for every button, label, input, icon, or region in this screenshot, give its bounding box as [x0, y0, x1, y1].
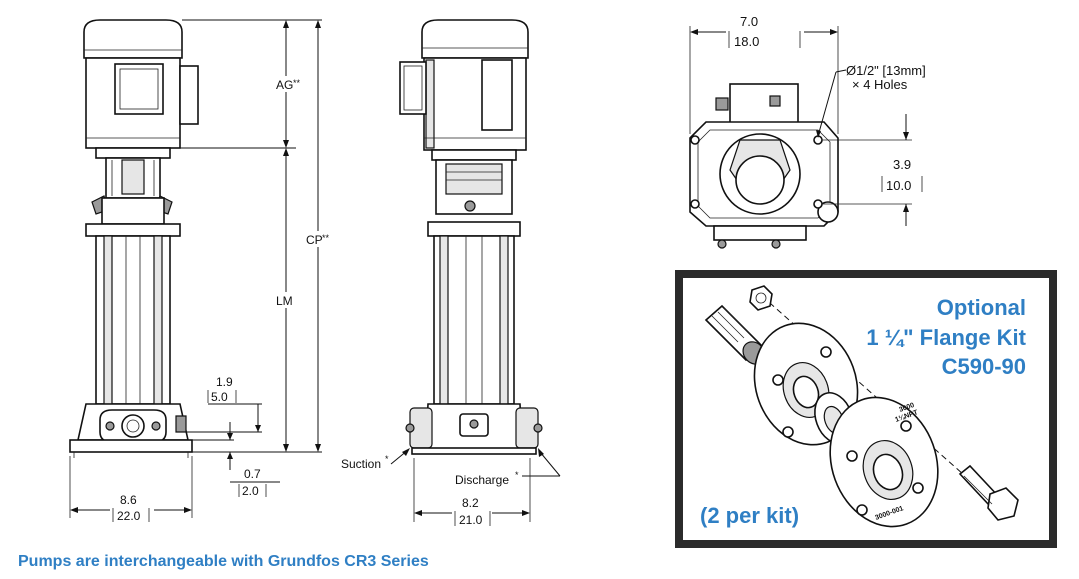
kit-quantity: (2 per kit) [700, 503, 799, 528]
tie-rod-right [153, 235, 163, 405]
kit-title-line2: 1 ¼" Flange Kit [866, 325, 1026, 350]
pump-head [85, 223, 181, 237]
ag-label: AG [276, 78, 293, 92]
terminal-box [114, 63, 164, 115]
cp-label: CP [306, 233, 323, 247]
top-flange-bottom [713, 225, 807, 241]
dim-2-0: 2.0 [242, 484, 259, 498]
dim-0-7: 0.7 [244, 467, 261, 481]
dim-21-0: 21.0 [459, 513, 483, 527]
ag-stars: ** [293, 78, 301, 88]
mount-hole-4 [813, 199, 823, 209]
top-view-pump [689, 83, 839, 249]
capacitor-box [179, 65, 199, 125]
side-base-plate [411, 447, 537, 455]
dim-7-0: 7.0 [740, 14, 758, 29]
top-terminal-box [729, 83, 799, 129]
lm-label: LM [276, 294, 293, 308]
kit-title-line1: Optional [937, 295, 1026, 320]
dim-3-9: 3.9 [893, 157, 911, 172]
suction-label: Suction [341, 457, 381, 471]
dim-1-9: 1.9 [216, 375, 233, 389]
front-view-dimensions: AG ** LM CP ** 1.9 5.0 0.7 2.0 [69, 19, 342, 523]
base-plate [69, 439, 193, 453]
tie-rod-left [103, 235, 113, 405]
hole-note-line1: Ø1/2" [13mm] [846, 63, 926, 78]
flange-bolt [958, 464, 1019, 521]
discharge-star: * [515, 470, 519, 480]
flange-stamp-a: 3000 [898, 402, 915, 414]
flange-nut [749, 285, 773, 311]
discharge-label: Discharge [455, 473, 509, 487]
dim-22-0: 22.0 [117, 509, 141, 523]
dim-8-6: 8.6 [120, 493, 137, 507]
suction-star: * [385, 454, 389, 464]
cp-stars: ** [322, 233, 330, 243]
dim-18-0: 18.0 [734, 34, 759, 49]
side-motor-fan-cover [421, 19, 529, 59]
side-view-pump [399, 19, 543, 455]
dim-10-0: 10.0 [886, 178, 911, 193]
mount-hole-3 [690, 199, 700, 209]
dim-5-0: 5.0 [211, 390, 228, 404]
interchangeable-caption: Pumps are interchangeable with Grundfos … [18, 553, 429, 570]
side-terminal-box [481, 59, 513, 131]
front-view-pump [69, 19, 199, 458]
motor-fan-cover [83, 19, 183, 59]
dim-8-2: 8.2 [462, 496, 479, 510]
top-view-dimensions: 7.0 18.0 Ø1/2" [13mm] × 4 Holes 3.9 10.0 [689, 14, 926, 226]
side-view-dimensions: Suction * Discharge * 8.2 21.0 [341, 448, 561, 527]
flange-kit-panel: 3000 1¼NPT 3000-001 Optional 1 ¼" Flange… [675, 270, 1057, 548]
hole-note-line2: × 4 Holes [852, 77, 908, 92]
flange-plate-front: 3000 1¼NPT 3000-001 [829, 396, 939, 528]
port-center [121, 414, 145, 438]
mount-hole-1 [690, 135, 700, 145]
side-pump-head [427, 221, 521, 237]
kit-title-line3: C590-90 [942, 354, 1026, 379]
